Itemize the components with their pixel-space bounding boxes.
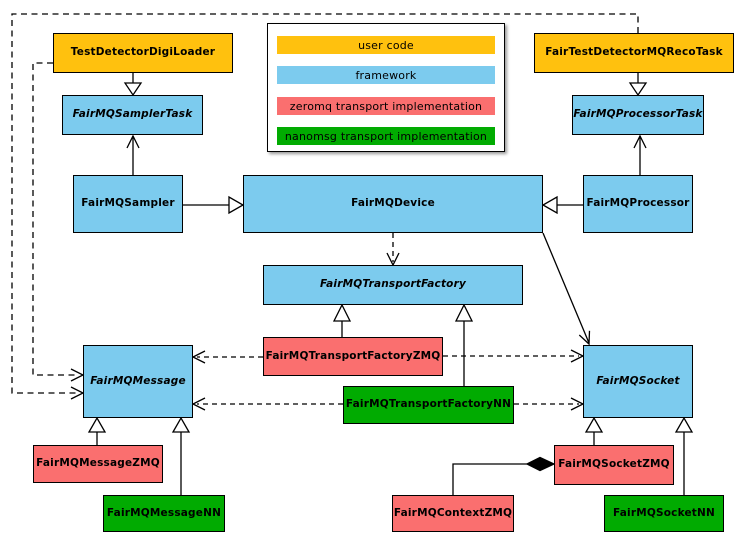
edge-inheritance-processor-device <box>541 195 583 215</box>
node-fair-mq-sampler: FairMQSampler <box>73 175 183 233</box>
legend-label: framework <box>355 68 417 82</box>
edge-inheritance-digiloader-samplertask <box>123 73 143 97</box>
edge-inheritance-messagezmq-message <box>87 416 107 445</box>
edge-inheritance-socketnn-socket <box>674 416 694 495</box>
legend-label: zeromq transport implementation <box>289 99 483 113</box>
node-fair-mq-message-nn: FairMQMessageNN <box>103 495 225 532</box>
node-fair-mq-transport-factory: FairMQTransportFactory <box>263 265 523 305</box>
edge-association-sampler-samplertask <box>126 134 140 175</box>
edge-dependency-factorynn-socket <box>514 397 585 411</box>
node-fair-mq-transport-factory-nn: FairMQTransportFactoryNN <box>343 386 514 424</box>
node-fair-mq-socket-zmq: FairMQSocketZMQ <box>554 445 674 485</box>
node-fair-mq-socket-nn: FairMQSocketNN <box>604 495 724 532</box>
node-fair-mq-context-zmq: FairMQContextZMQ <box>392 495 514 532</box>
legend-item-zeromq: zeromq transport implementation <box>277 97 495 115</box>
edge-inheritance-sampler-device <box>183 195 245 215</box>
node-fair-mq-message-zmq: FairMQMessageZMQ <box>33 445 163 483</box>
legend: user code framework zeromq transport imp… <box>267 23 505 152</box>
node-fair-mq-transport-factory-zmq: FairMQTransportFactoryZMQ <box>263 337 443 376</box>
node-fair-mq-processor: FairMQProcessor <box>583 175 693 233</box>
node-fair-mq-socket: FairMQSocket <box>583 345 693 418</box>
legend-item-user-code: user code <box>277 36 495 54</box>
node-test-detector-digi-loader: TestDetectorDigiLoader <box>53 33 233 73</box>
edge-composition-contextzmq-socketzmq <box>452 456 556 495</box>
legend-item-framework: framework <box>277 66 495 84</box>
edge-inheritance-factorynn-factory <box>454 303 474 386</box>
edge-association-processor-processortask <box>633 134 647 175</box>
node-fair-mq-processor-task: FairMQProcessorTask <box>572 95 704 135</box>
edge-dependency-device-transportfactory <box>386 233 400 267</box>
edge-inheritance-socketzmq-socket <box>584 416 604 445</box>
node-fair-mq-device: FairMQDevice <box>243 175 543 233</box>
legend-label: user code <box>358 38 414 52</box>
node-fair-mq-message: FairMQMessage <box>83 345 193 418</box>
edge-dependency-factorynn-message <box>191 397 343 411</box>
legend-label: nanomsg transport implementation <box>284 129 488 143</box>
edge-dependency-factoryzmq-message <box>191 350 263 364</box>
edge-inheritance-recotask-processortask <box>628 73 648 97</box>
node-fair-test-detector-mq-reco-task: FairTestDetectorMQRecoTask <box>534 33 734 73</box>
edge-inheritance-factoryzmq-factory <box>332 303 352 337</box>
edge-inheritance-messagenn-message <box>171 416 191 495</box>
legend-item-nanomsg: nanomsg transport implementation <box>277 127 495 145</box>
edge-association-device-socket <box>542 232 591 346</box>
node-fair-mq-sampler-task: FairMQSamplerTask <box>62 95 203 135</box>
